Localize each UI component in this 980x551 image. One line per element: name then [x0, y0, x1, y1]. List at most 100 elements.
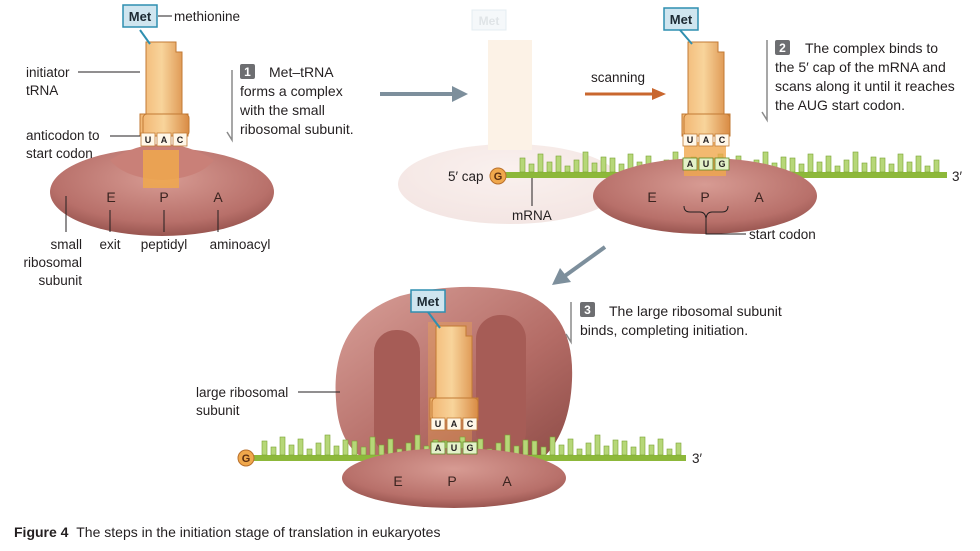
initiator-trna-1 [139, 41, 190, 137]
site-e-1: E [106, 189, 115, 205]
figure-caption-text: The steps in the initiation stage of tra… [76, 524, 441, 540]
three-end-label-3: 3′ [692, 451, 703, 466]
nucleotide-tooth [585, 442, 592, 456]
step-3-badge [580, 302, 595, 317]
site-p-3: P [447, 473, 456, 489]
nucleotide-tooth [843, 159, 850, 173]
nucleotide-tooth [519, 157, 526, 173]
met-linker-1 [139, 29, 151, 45]
nucleotide-tooth [798, 163, 805, 173]
nucleotide-tooth [807, 153, 814, 173]
site-e-2: E [647, 189, 656, 205]
large-subunit-label-line1: large ribosomal [196, 385, 288, 400]
anticodon-base-u-1: U [145, 135, 152, 145]
nucleotide-tooth [279, 436, 286, 456]
step-3-number: 3 [584, 303, 591, 317]
anticodon-label-line2: start codon [26, 146, 93, 161]
site-p-1: P [159, 189, 168, 205]
initiator-trna-3 [429, 325, 479, 421]
nucleotide-tooth [825, 155, 832, 173]
svg-text:A: A [451, 419, 458, 429]
nucleotide-tooth [546, 161, 553, 173]
cap-g-2 [489, 167, 507, 185]
svg-text:A: A [435, 443, 442, 453]
step-3-line1: The large ribosomal subunit [609, 303, 782, 319]
nucleotide-tooth [888, 163, 895, 173]
methionine-label: methionine [174, 9, 240, 24]
panel-2: Met scanning G 5′ cap 3′ mRNA Met U [398, 7, 963, 242]
step-1-line4: ribosomal subunit. [240, 121, 354, 137]
nucleotide-tooth [582, 151, 589, 173]
nucleotide-tooth [924, 165, 931, 173]
site-a-3: A [502, 473, 512, 489]
nucleotide-tooth [861, 162, 868, 173]
nucleotide-tooth [870, 156, 877, 173]
small-ribosomal-subunit-2 [593, 158, 817, 234]
nucleotide-tooth [333, 445, 340, 456]
anticodon-1: U A C [140, 132, 188, 147]
nucleotide-tooth [270, 446, 277, 456]
five-cap-label: 5′ cap [448, 169, 484, 184]
svg-text:A: A [703, 135, 710, 145]
nucleotide-tooth [306, 448, 313, 456]
step-2-line1: The complex binds to [805, 40, 938, 56]
nucleotide-tooth [675, 442, 682, 456]
small-subunit-label-line3: subunit [38, 273, 82, 288]
nucleotide-tooth [360, 446, 367, 456]
met-label-3: Met [417, 294, 440, 309]
nucleotide-tooth [666, 448, 673, 456]
aminoacyl-label: aminoacyl [210, 237, 271, 252]
initiator-trna-label-line2: tRNA [26, 83, 58, 98]
nucleotide-tooth [852, 151, 859, 173]
figure-caption: Figure 4 The steps in the initiation sta… [14, 524, 440, 540]
svg-text:C: C [467, 419, 474, 429]
nucleotide-tooth [528, 163, 535, 173]
mrna-label: mRNA [512, 208, 552, 223]
scanning-label: scanning [591, 70, 645, 85]
nucleotide-tooth [564, 165, 571, 173]
nucleotide-tooth [834, 165, 841, 173]
ghost-met-label: Met [479, 14, 500, 28]
step-2-number: 2 [779, 41, 786, 55]
met-box-2 [663, 7, 699, 31]
panel-3: G 3′ Met U A C A U G E P A la [196, 286, 782, 508]
nucleotide-tooth [933, 159, 940, 173]
nucleotide-tooth [342, 439, 349, 456]
step-1-line1: Met–tRNA [269, 64, 334, 80]
svg-text:U: U [687, 135, 694, 145]
nucleotide-tooth [555, 155, 562, 173]
nucleotide-tooth [657, 438, 664, 456]
step-1-line3: with the small [239, 102, 325, 118]
nucleotide-tooth [609, 157, 616, 173]
panel-1: Met U A C E P A methionine initiator tRN… [23, 4, 354, 288]
start-codon-label: start codon [749, 227, 816, 242]
exit-label: exit [99, 237, 120, 252]
nucleotide-tooth [591, 162, 598, 173]
nucleotide-tooth [387, 438, 394, 456]
codon-pairing-2: U A C A U G [682, 133, 730, 171]
svg-text:U: U [451, 443, 458, 453]
nucleotide-tooth [816, 161, 823, 173]
nucleotide-tooth [621, 440, 628, 456]
cap-g-3-letter: G [242, 453, 251, 465]
met-box-1 [122, 4, 158, 28]
nucleotide-tooth [906, 161, 913, 173]
nucleotide-tooth [639, 436, 646, 456]
nucleotide-tooth [558, 444, 565, 456]
nucleotide-tooth [915, 155, 922, 173]
step-1-badge [240, 64, 255, 79]
nucleotide-tooth [378, 444, 385, 456]
anticodon-label-line1: anticodon to [26, 128, 100, 143]
nucleotide-tooth [531, 440, 538, 456]
site-p-2: P [700, 189, 709, 205]
site-a-1: A [213, 189, 223, 205]
nucleotide-tooth [540, 446, 547, 456]
nucleotide-tooth [315, 442, 322, 456]
step-3-line2: binds, completing initiation. [580, 322, 748, 338]
met-box-3 [410, 289, 446, 313]
svg-text:C: C [719, 135, 726, 145]
nucleotide-tooth [573, 159, 580, 173]
step-2-badge [775, 40, 790, 55]
svg-text:A: A [687, 159, 694, 169]
